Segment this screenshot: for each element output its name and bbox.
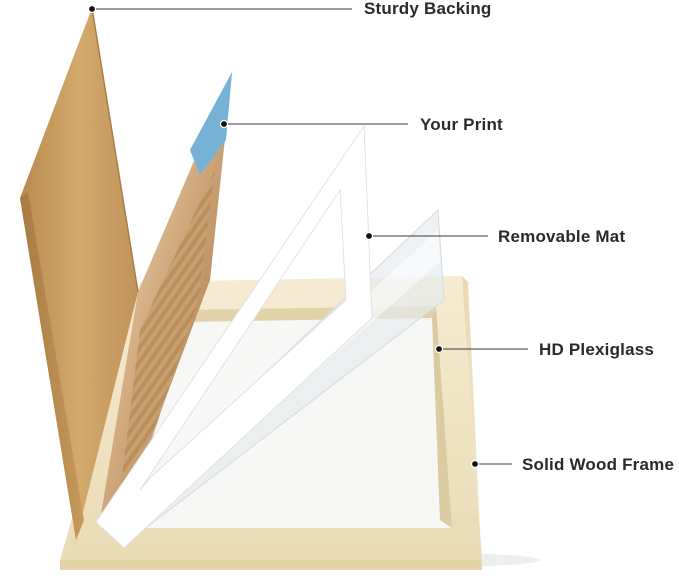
callout-removable-mat: Removable Mat <box>498 227 626 246</box>
backing-board <box>20 7 139 540</box>
removable-mat <box>95 124 373 549</box>
print-photo <box>100 72 232 520</box>
callout-hd-plexiglass: HD Plexiglass <box>539 340 655 359</box>
callout-sturdy-backing: Sturdy Backing <box>364 0 492 18</box>
callout-lines <box>87 4 528 469</box>
callout-your-print: Your Print <box>420 115 503 134</box>
callout-solid-wood-frame: Solid Wood Frame <box>522 455 675 474</box>
